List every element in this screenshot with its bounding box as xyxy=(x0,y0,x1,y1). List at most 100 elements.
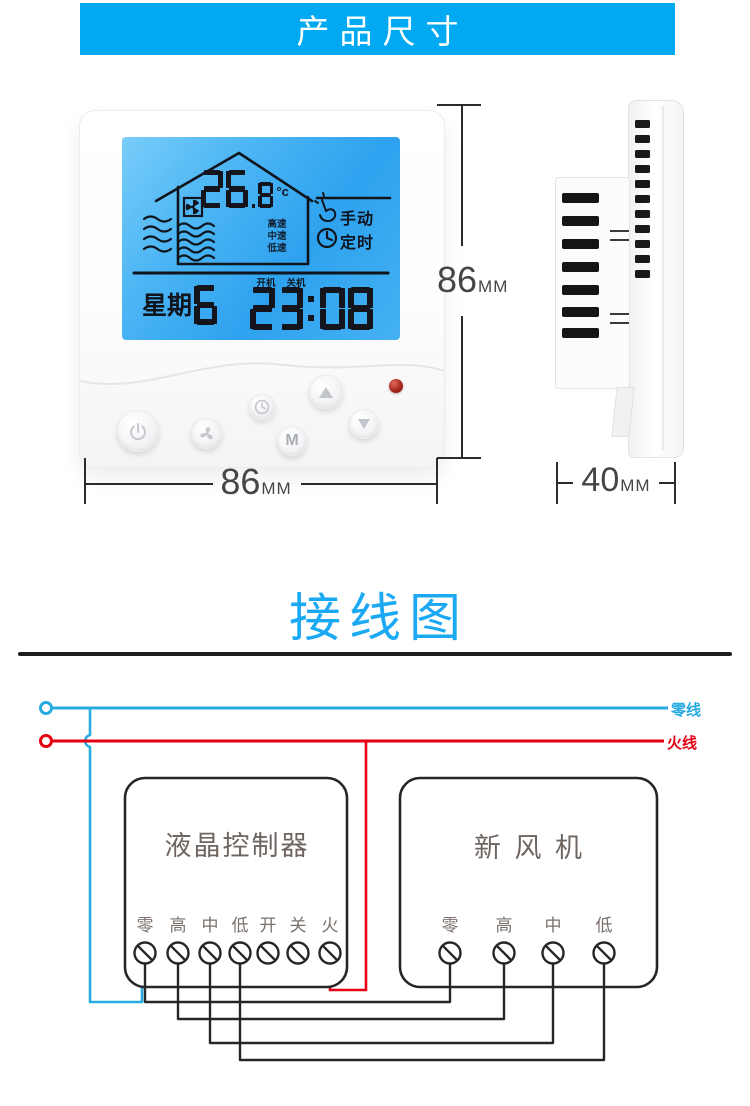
back-vent-slot xyxy=(562,262,599,272)
back-vent-slot xyxy=(562,239,599,249)
back-vent-slot xyxy=(562,307,599,317)
dim-width-line xyxy=(85,483,213,485)
product-dimensions-banner: 产品尺寸 xyxy=(80,3,675,55)
neutral-wire-branch xyxy=(83,708,144,1004)
down-triangle-icon xyxy=(358,419,370,429)
speed-label-high: 高速 xyxy=(267,219,287,230)
lcd-screen: °c 高速 中速 低速 手动 定时 开机 关机 星期 xyxy=(122,137,400,340)
controller-terminal-label: 关 xyxy=(289,916,307,935)
dim-width-unit: MM xyxy=(261,479,292,498)
dim-height-label: 86 MM xyxy=(437,259,508,301)
controller-terminal-label: 零 xyxy=(136,916,154,935)
neutral-wire-label: 零线 xyxy=(671,702,702,719)
side-front-panel xyxy=(628,100,684,458)
dim-height-line xyxy=(461,316,463,458)
speed-label-low: 低速 xyxy=(267,243,287,254)
week-digit xyxy=(194,285,218,325)
controller-terminal-label: 开 xyxy=(259,916,277,935)
controller-box xyxy=(123,776,349,989)
fan-box xyxy=(398,776,659,989)
back-vent-slot xyxy=(562,328,599,338)
dim-height-value: 86 xyxy=(437,259,478,300)
section-divider xyxy=(18,652,732,656)
live-wire-label: 火线 xyxy=(667,735,698,752)
temperature-display: °c xyxy=(201,170,289,208)
terminal-screws xyxy=(133,941,616,965)
dim-width-value: 86 xyxy=(220,461,261,502)
week-label: 星期 xyxy=(142,292,193,320)
side-back-box xyxy=(555,177,630,389)
fan-terminal-label: 高 xyxy=(495,916,513,935)
vent-slot xyxy=(635,180,650,188)
wiring-diagram xyxy=(39,701,668,1062)
vent-slot xyxy=(635,210,650,218)
power-button xyxy=(117,410,159,452)
back-vent-slot xyxy=(562,193,599,203)
side-mark xyxy=(610,230,629,232)
fan-terminal-label: 零 xyxy=(441,916,459,935)
dim-width-left-tick xyxy=(84,458,86,504)
fan-box-icon xyxy=(182,196,204,218)
interconnect-wires xyxy=(143,963,606,1062)
fan-title: 新 风 机 xyxy=(473,833,585,863)
time-display xyxy=(250,287,373,330)
temperature-unit: °c xyxy=(276,184,289,199)
vent-slot xyxy=(635,225,650,233)
vent-slot xyxy=(635,240,650,248)
dim-depth-right-tick xyxy=(674,462,676,504)
vent-slot xyxy=(635,195,650,203)
clock-icon xyxy=(254,399,270,415)
vent-slot xyxy=(635,135,650,143)
thermostat-side-view xyxy=(550,98,690,508)
dim-height-line xyxy=(461,105,463,246)
fan-speed-button xyxy=(191,418,222,449)
dim-depth-value: 40 xyxy=(581,461,620,499)
side-seam-line xyxy=(662,106,664,450)
up-triangle-icon xyxy=(319,386,333,398)
dim-depth-unit: MM xyxy=(620,476,651,495)
vent-slot xyxy=(635,255,650,263)
down-button xyxy=(349,409,379,439)
controller-terminal-label: 火 xyxy=(321,916,339,935)
temperature-fraction xyxy=(251,182,274,208)
neutral-terminal-circle xyxy=(39,701,53,715)
up-button xyxy=(309,375,343,409)
vent-slot xyxy=(635,150,650,158)
controller-terminal-label: 低 xyxy=(231,916,249,935)
power-icon xyxy=(130,423,146,441)
timer-mode-label: 定时 xyxy=(340,235,375,252)
dim-width-line xyxy=(301,483,437,485)
dim-width-label: 86 MM xyxy=(200,461,312,503)
dim-depth-line xyxy=(659,482,675,484)
fan-icon xyxy=(199,426,213,439)
back-vent-slot xyxy=(562,285,599,295)
timer-button xyxy=(249,394,275,420)
dim-depth-label: 40 MM xyxy=(566,461,666,500)
temperature-integer xyxy=(201,170,249,208)
dim-width-right-tick xyxy=(436,458,438,504)
side-mark xyxy=(610,239,629,241)
power-on-label: 开机 xyxy=(256,278,276,289)
led-indicator xyxy=(389,379,403,393)
vent-slot xyxy=(635,120,650,128)
dim-depth-line xyxy=(557,482,573,484)
dim-height-bottom-tick xyxy=(437,457,481,459)
fan-terminal-label: 中 xyxy=(544,916,562,935)
airflow-waves-icon xyxy=(142,215,216,262)
banner-title: 产品尺寸 xyxy=(296,13,469,50)
manual-mode-label: 手动 xyxy=(340,211,375,228)
speed-label-medium: 中速 xyxy=(267,231,287,242)
dim-height-unit: MM xyxy=(478,277,509,296)
house-roof-icon xyxy=(154,151,314,203)
power-off-label: 关机 xyxy=(286,278,306,289)
back-vent-slot xyxy=(562,216,599,226)
timer-clock-icon xyxy=(316,227,338,249)
vent-slot xyxy=(635,270,650,278)
controller-terminal-label: 高 xyxy=(169,916,187,935)
lcd-graphic xyxy=(132,151,392,275)
hand-icon xyxy=(314,192,337,223)
dim-height-top-tick xyxy=(437,104,481,106)
mode-button-label: M xyxy=(285,432,299,449)
live-terminal-circle xyxy=(39,734,53,748)
